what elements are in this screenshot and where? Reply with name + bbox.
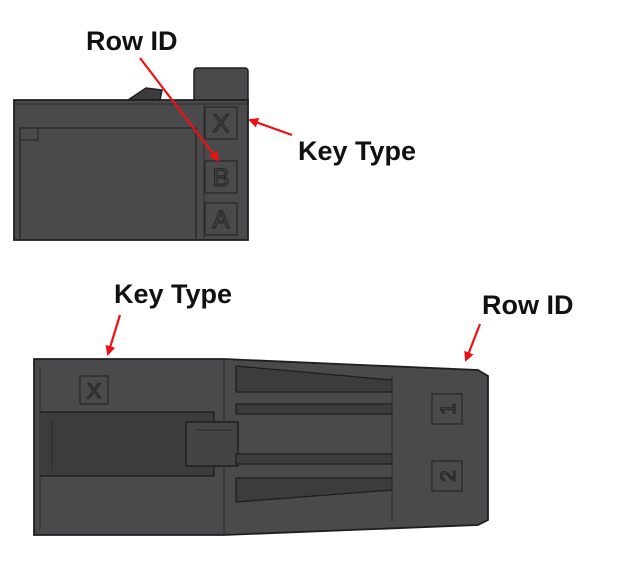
connector-side-view: X 1 2 (33, 358, 489, 536)
row-id-2-box (431, 460, 463, 492)
key-type-x-box (204, 106, 238, 140)
row-id-1-mark: 1 (437, 403, 460, 415)
latch-arm (185, 421, 239, 467)
side-key-type-x-mark: X (87, 380, 101, 403)
top-row-id-label: Row ID (86, 26, 178, 56)
row-id-b-box (204, 160, 238, 194)
top-key-type-arrow (248, 117, 293, 137)
bottom-key-type-label: Key Type (114, 279, 232, 309)
housing-inner-notch (20, 128, 39, 141)
latch-ramp (125, 87, 163, 101)
row-id-a-box (204, 202, 238, 236)
housing-inner-step (19, 127, 197, 240)
row-id-1-group: 1 (431, 393, 463, 425)
row-id-1-box (431, 393, 463, 425)
connector-end-view: X B A (13, 67, 249, 241)
row-id-a-mark: A (213, 206, 230, 234)
row-id-2-mark: 2 (437, 470, 460, 482)
side-key-type-x-box (79, 375, 109, 405)
key-type-x-mark: X (213, 110, 230, 138)
bottom-row-id-label: Row ID (482, 290, 574, 320)
bottom-row-id-arrow (464, 323, 482, 362)
row-id-b-mark: B (213, 164, 230, 192)
bottom-key-type-arrow (105, 314, 122, 356)
top-row-id-arrow (139, 57, 220, 162)
top-key-type-label: Key Type (298, 136, 416, 166)
housing-end-block (13, 99, 249, 241)
row-id-2-group: 2 (431, 460, 463, 492)
key-tower (193, 67, 249, 105)
